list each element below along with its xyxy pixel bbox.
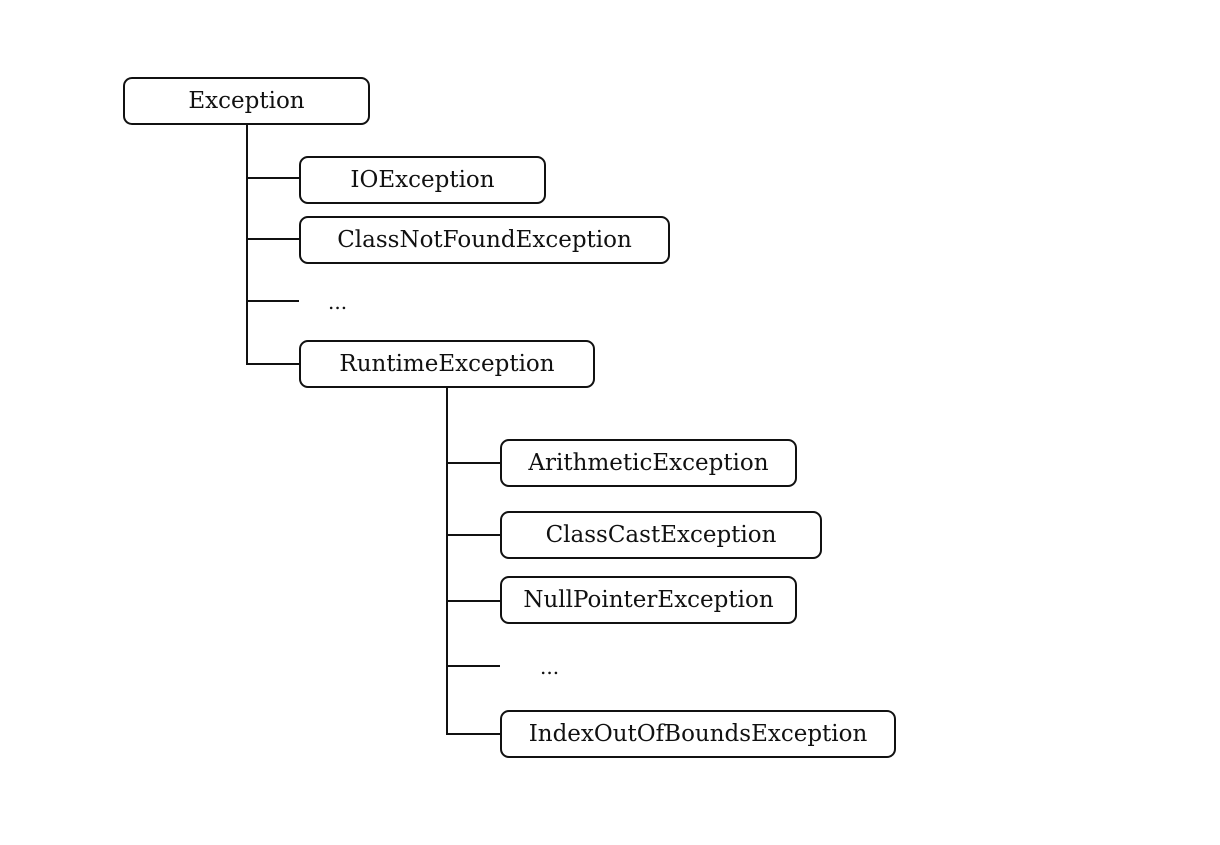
branch-classcastexception: [446, 534, 502, 536]
branch-arithmeticexception: [446, 462, 502, 464]
runtime-trunk-line: [446, 387, 448, 735]
node-classnotfoundexception: ClassNotFoundException: [299, 216, 670, 264]
node-indexoutofboundsexception: IndexOutOfBoundsException: [500, 710, 896, 758]
branch-ellipsis-2: [446, 665, 500, 667]
node-classcastexception: ClassCastException: [500, 511, 822, 559]
node-runtimeexception: RuntimeException: [299, 340, 595, 388]
branch-indexoutofboundsexception: [446, 733, 502, 735]
ellipsis-level-2: ...: [540, 655, 560, 679]
branch-ioexception: [246, 177, 301, 179]
node-exception: Exception: [123, 77, 370, 125]
node-arithmeticexception: ArithmeticException: [500, 439, 797, 487]
node-ioexception: IOException: [299, 156, 546, 204]
node-nullpointerexception: NullPointerException: [500, 576, 797, 624]
branch-ellipsis-1: [246, 300, 299, 302]
branch-nullpointerexception: [446, 600, 502, 602]
branch-runtimeexception: [246, 363, 301, 365]
ellipsis-level-1: ...: [328, 290, 348, 314]
branch-classnotfoundexception: [246, 238, 301, 240]
root-trunk-line: [246, 124, 248, 365]
